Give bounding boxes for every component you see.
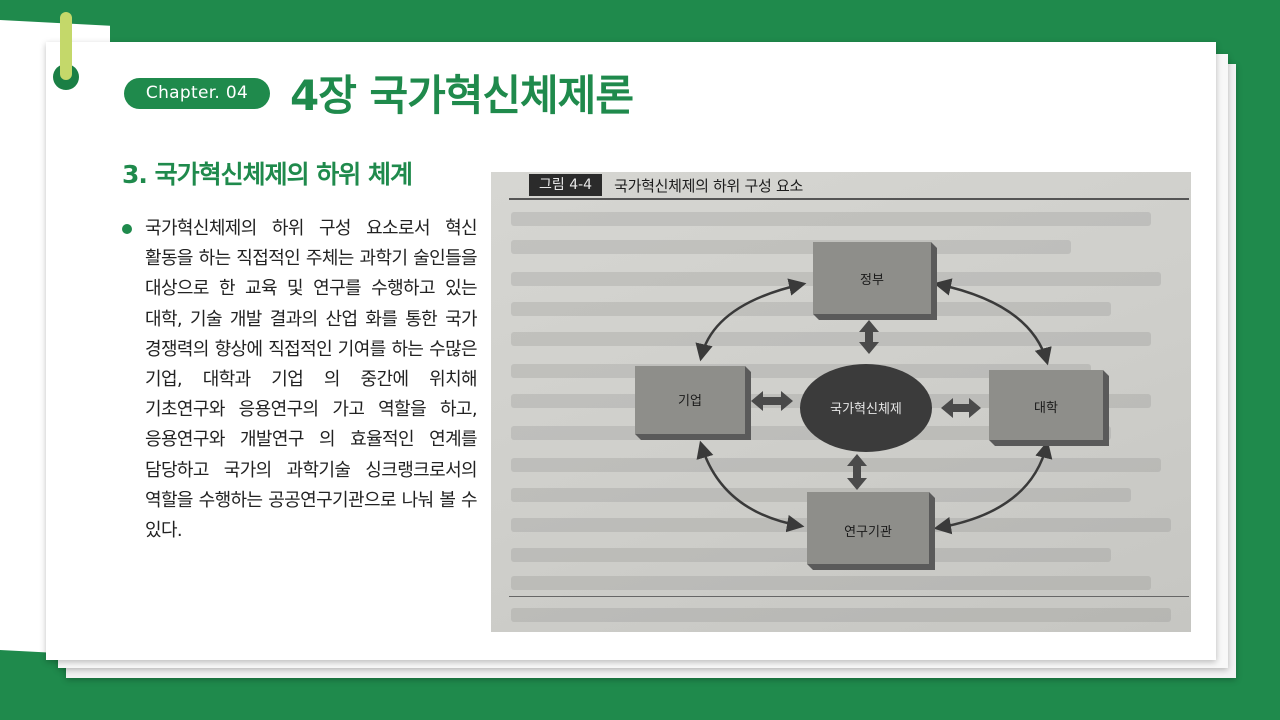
node-label-bottom: 연구기관 — [844, 525, 892, 540]
bullet-dot — [122, 224, 132, 234]
double-arrow-top — [859, 320, 879, 354]
page-title: 4장 국가혁신체제론 — [290, 71, 634, 120]
node-firm: 기업 — [635, 366, 751, 440]
curved-arrow-gov-univ — [933, 278, 1052, 366]
binder-clip-bar — [60, 12, 72, 80]
figure-photo: 그림 4-4 국가혁신체제의 하위 구성 요소 정부 기업 — [491, 172, 1191, 632]
node-label-center: 국가혁신체제 — [830, 402, 902, 417]
figure-label: 그림 4-4 — [529, 174, 603, 196]
curved-arrow-univ-lab — [933, 440, 1053, 535]
node-government: 정부 — [813, 242, 937, 320]
chapter-badge: Chapter. 04 — [124, 78, 270, 109]
section-title: 3. 국가혁신체제의 하위 체계 — [122, 160, 413, 189]
curved-arrow-gov-firm — [695, 278, 807, 362]
node-research-institute: 연구기관 — [807, 492, 935, 570]
double-arrow-right — [941, 398, 981, 418]
subsystem-diagram: 정부 기업 대학 연구기관 국가혁신체제 — [635, 242, 1109, 570]
double-arrow-bottom — [847, 454, 867, 490]
figure-header: 그림 4-4 국가혁신체제의 하위 구성 요소 — [529, 174, 803, 196]
node-university: 대학 — [989, 370, 1109, 446]
figure-bottom-rule — [509, 596, 1189, 597]
node-label-top: 정부 — [860, 273, 884, 288]
curved-arrow-firm-lab — [696, 440, 805, 533]
body-paragraph: 국가혁신체제의 하위 구성 요소로서 혁신 활동을 하는 직접적인 주체는 과학… — [145, 218, 478, 542]
node-label-right: 대학 — [1034, 401, 1058, 416]
node-center: 국가혁신체제 — [800, 364, 932, 452]
figure-top-rule — [509, 198, 1189, 200]
double-arrow-left — [751, 391, 793, 411]
node-label-left: 기업 — [678, 394, 702, 409]
figure-caption: 국가혁신체제의 하위 구성 요소 — [614, 176, 803, 195]
